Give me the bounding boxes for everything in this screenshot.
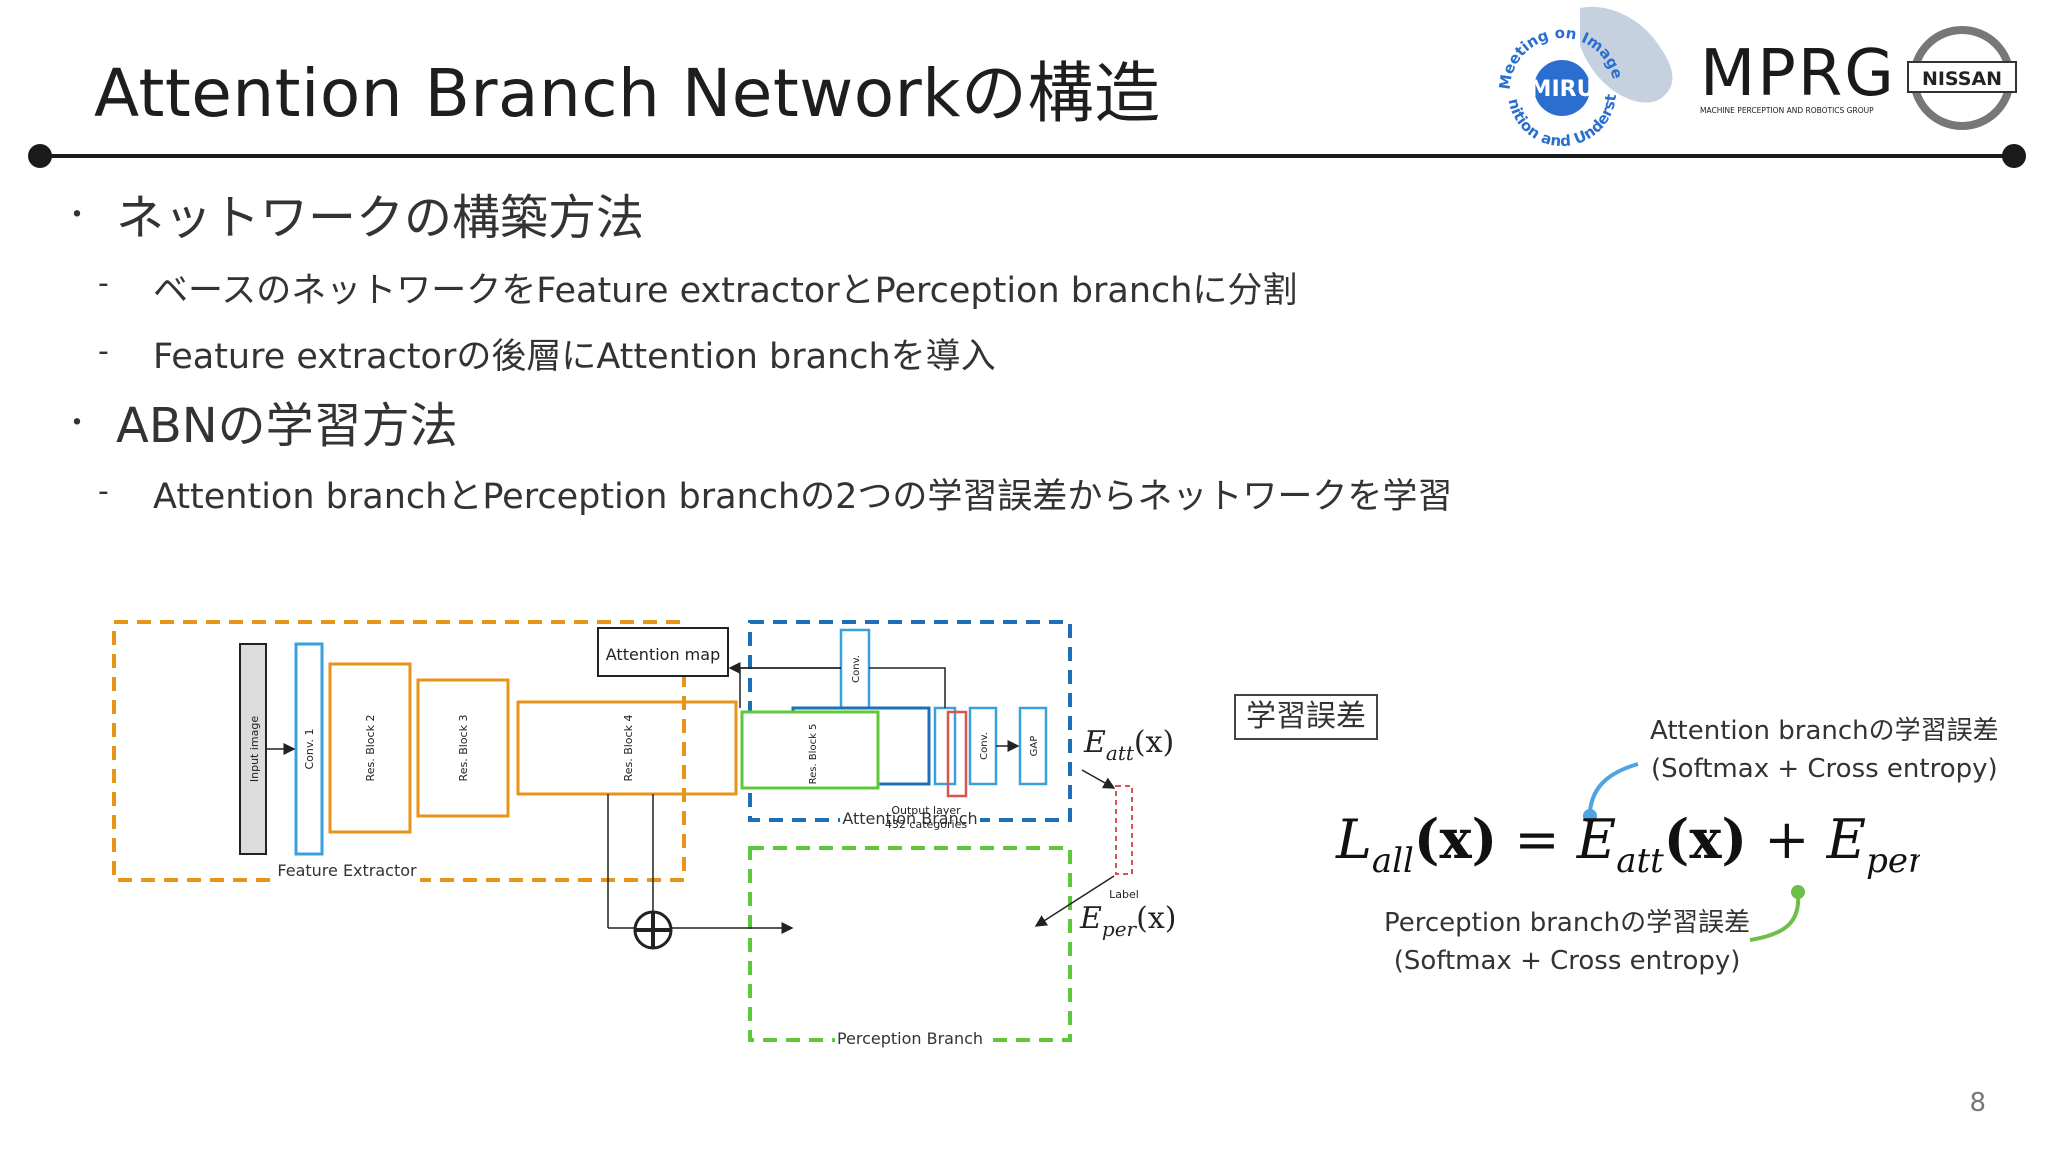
perception-branch-label: Perception Branch: [837, 1029, 983, 1048]
mprg-subtext: MACHINE PERCEPTION AND ROBOTICS GROUP: [1700, 106, 1874, 115]
per-loss-note-line2: (Softmax + Cross entropy): [1393, 946, 1741, 976]
logo-group: MIRU Meeting on Image Recog nition and U…: [1480, 0, 2017, 150]
perception-branch-group: [748, 846, 1072, 1042]
res-block5: [740, 710, 880, 790]
attention-conv-b-label: Conv.: [979, 732, 990, 760]
input-image-block: [239, 643, 267, 855]
rule-right-dot: [2002, 144, 2026, 168]
miru-center-text: MIRU: [1530, 77, 1595, 102]
miru-logo: MIRU Meeting on Image Recog nition and U…: [1480, 0, 1673, 150]
per-loss-note: Perception branchの学習誤差 (Softmax + Cross …: [1384, 904, 1750, 980]
att-connector: [1588, 762, 1639, 813]
title-rule: [38, 154, 2014, 158]
loss-equation: Lall(x) = Eatt(x) + Eper(x): [1335, 807, 1920, 881]
label-box: [1115, 785, 1133, 875]
nissan-logo: NISSAN: [1907, 26, 2017, 130]
mprg-logo: MPRG MACHINE PERCEPTION AND ROBOTICS GRO…: [1700, 37, 1896, 115]
att-connector-dot: [1583, 809, 1597, 823]
loss-box-label: 学習誤差: [1234, 694, 1378, 740]
bullet-1-sub-1: ベースのネットワークをFeature extractorとPerception …: [153, 271, 1298, 311]
page-number: 8: [1969, 1088, 1986, 1118]
gap-label: GAP: [1029, 736, 1040, 757]
res-block2-label: Res. Block 2: [364, 715, 377, 782]
rule-left-dot: [28, 144, 52, 168]
bullet-1: ネットワークの構築方法: [116, 190, 645, 246]
per-connector-dot: [1791, 885, 1805, 899]
conv1-block: [294, 642, 324, 856]
res-block4: [516, 700, 738, 796]
bullet-1-sub-2: Feature extractorの後層にAttention branchを導入: [153, 337, 996, 377]
bullet-2: ABNの学習方法: [116, 398, 458, 454]
attention-map-label: Attention map: [606, 645, 720, 664]
attention-conv-a: [933, 706, 957, 786]
abn-diagram: Feature Extractor Attention Branch Perce…: [112, 620, 1176, 1052]
categories-label: 432 categories: [885, 818, 967, 831]
res-block5-label: Res. Block 5: [808, 724, 819, 785]
res-block4-label: Res. Block 4: [622, 715, 635, 782]
res-block3: [416, 678, 510, 818]
att-loss-note: Attention branchの学習誤差 (Softmax + Cross e…: [1650, 712, 1999, 788]
input-image-label: Input image: [248, 716, 261, 782]
attention-branch-label: Attention Branch: [842, 809, 977, 828]
att-loss-note-line1: Attention branchの学習誤差: [1650, 716, 1999, 746]
res-block3-label: Res. Block 3: [457, 715, 470, 782]
slide-title: Attention Branch Networkの構造: [94, 55, 1161, 132]
gap-block: [1018, 706, 1048, 786]
bullet-marker: ・: [62, 198, 92, 233]
output-layer-label: Output layer: [891, 804, 961, 817]
attention-conv-red: [946, 710, 968, 798]
per-connector: [1749, 893, 1801, 942]
elementwise-sum-icon: [633, 910, 673, 950]
bullet-2-sub-1: Attention branchとPerception branchの2つの学習…: [153, 477, 1453, 517]
label-text: Label: [1109, 888, 1139, 901]
e-per-symbol: Eper(x): [1079, 901, 1176, 941]
bullet-marker: ・: [62, 406, 92, 441]
sub-marker: -: [98, 474, 109, 509]
per-loss-note-line1: Perception branchの学習誤差: [1384, 908, 1751, 938]
conv1-label: Conv. 1: [303, 728, 316, 769]
sub-marker: -: [98, 334, 109, 369]
res-block2: [328, 662, 412, 834]
sub-marker: -: [98, 266, 109, 301]
loss-equation-area: Lall(x) = Eatt(x) + Eper(x): [1335, 762, 1920, 942]
attention-conv-top-label: Conv.: [851, 655, 862, 683]
feature-extractor-label: Feature Extractor: [277, 861, 417, 880]
attention-map-box: [597, 627, 729, 677]
mprg-text: MPRG: [1700, 37, 1896, 111]
nissan-text: NISSAN: [1922, 68, 2002, 90]
att-loss-note-line2: (Softmax + Cross entropy): [1650, 754, 1998, 784]
e-att-symbol: Eatt(x): [1083, 725, 1174, 765]
